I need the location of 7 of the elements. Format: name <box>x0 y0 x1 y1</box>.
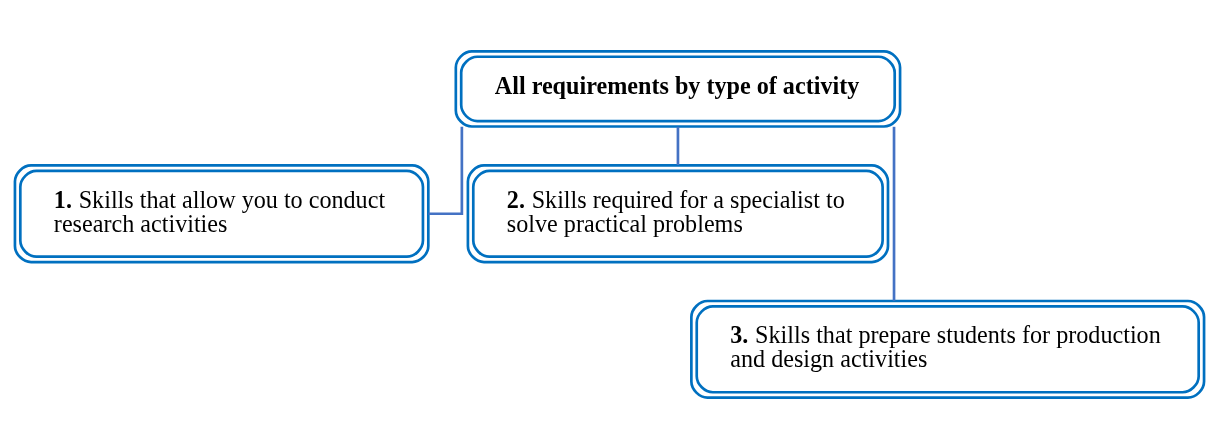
connector <box>676 126 680 165</box>
node-box: 1. Skills that allow you to conduct research activities <box>13 163 430 263</box>
connector <box>892 126 896 301</box>
node-box: 2. Skills required for a specialist to solve practical problems <box>466 163 890 263</box>
node-box: All requirements by type of activity <box>454 49 902 128</box>
connector <box>428 126 464 215</box>
node-box: 3. Skills that prepare students for production and design activities <box>690 299 1206 399</box>
